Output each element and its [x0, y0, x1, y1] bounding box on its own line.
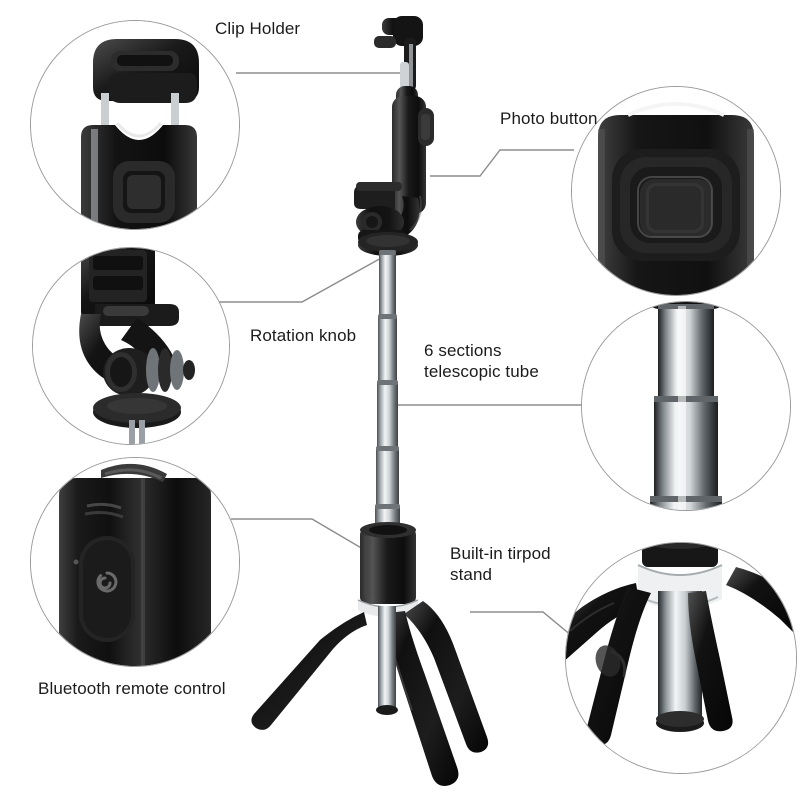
photo-button-detail	[572, 87, 780, 295]
label-telescopic-tube: 6 sections telescopic tube	[424, 341, 539, 381]
label-clip-holder: Clip Holder	[215, 19, 301, 38]
leader-photo-button	[430, 149, 574, 177]
remote-speaker-lines	[84, 502, 124, 519]
bluetooth-remote-detail	[31, 458, 239, 666]
clip-holder-detail	[31, 21, 239, 229]
label-rotation-knob: Rotation knob	[250, 326, 357, 345]
pivot-base-disc	[358, 232, 418, 256]
rotation-knob-detail	[33, 248, 229, 444]
callout-rotation-knob[interactable]	[32, 247, 230, 445]
callout-telescopic-tube[interactable]	[581, 301, 791, 511]
phone-clamp-upper-jaw	[374, 16, 423, 90]
label-tripod-stand: Built-in tirpod stand	[450, 544, 551, 584]
handle-collar	[357, 522, 419, 617]
callout-photo-button[interactable]	[571, 86, 781, 296]
label-photo-button: Photo button	[500, 109, 598, 128]
callout-tripod-stand[interactable]	[565, 542, 797, 774]
leader-rotation-knob	[216, 251, 393, 303]
telescopic-pole	[375, 250, 400, 546]
telescopic-tube-detail	[582, 302, 790, 510]
label-bluetooth-remote: Bluetooth remote control	[38, 679, 226, 698]
callout-clip-holder[interactable]	[30, 20, 240, 230]
tripod-legs	[251, 601, 489, 786]
tripod-stand-detail	[566, 543, 796, 773]
shutter-spiral-icon	[96, 571, 118, 593]
callout-bluetooth-remote[interactable]	[30, 457, 240, 667]
phone-clamp-body	[354, 96, 434, 214]
